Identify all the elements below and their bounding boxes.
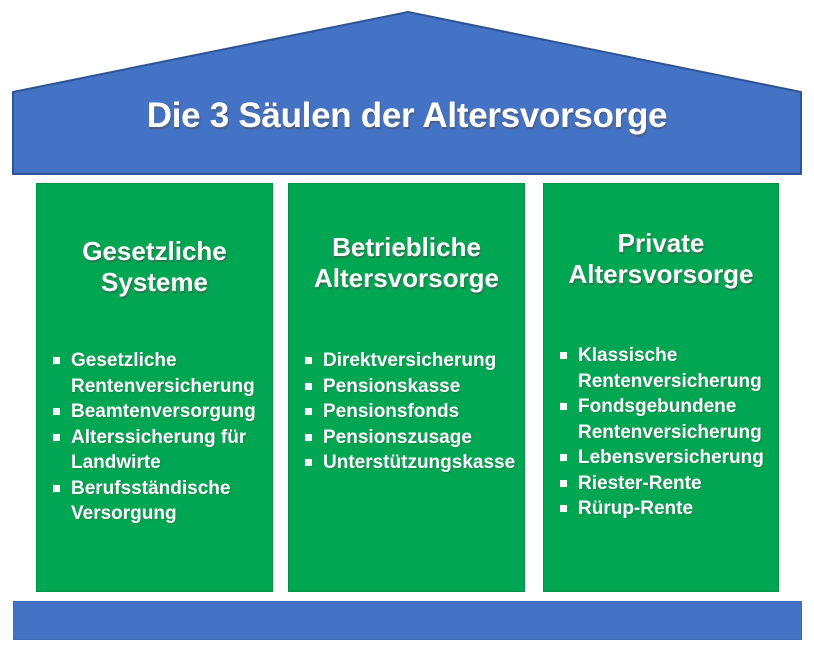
list-item: Rürup-Rente [560, 496, 778, 522]
list-item: Pensionsfonds [305, 399, 524, 425]
pillar-gesetzliche-systeme: Gesetzliche Systeme Gesetzliche Rentenve… [36, 183, 273, 592]
bullet-square-icon [560, 454, 567, 461]
pillar-item-list: Klassische Rentenversicherung Fondsgebun… [544, 343, 778, 522]
list-item: Klassische Rentenversicherung [560, 343, 778, 394]
pillar-title-line: Betriebliche [332, 232, 481, 262]
pillar-title: Private Altersvorsorge [544, 228, 778, 290]
list-item: Fondsgebundene Rentenversicherung [560, 394, 778, 445]
list-item-label: Direktversicherung [323, 350, 497, 371]
pillar-title-line: Systeme [101, 267, 208, 297]
list-item-label: Gesetzliche Rentenversicherung [71, 350, 255, 397]
list-item-label: Lebensversicherung [578, 447, 764, 468]
bullet-square-icon [305, 382, 312, 390]
list-item: Pensionskasse [305, 374, 524, 400]
pillar-item-list: Direktversicherung Pensionskasse Pension… [289, 348, 524, 476]
list-item: Pensionszusage [305, 425, 524, 451]
pillar-title-line: Altersvorsorge [568, 259, 754, 289]
pillar-betriebliche-altersvorsorge: Betriebliche Altersvorsorge Direktversic… [288, 183, 525, 592]
bullet-square-icon [53, 357, 60, 364]
list-item-label: Pensionsfonds [323, 401, 460, 422]
bullet-square-icon [305, 433, 312, 441]
foundation-bar [13, 601, 802, 640]
bullet-square-icon [560, 403, 567, 410]
bullet-square-icon [560, 479, 567, 487]
pillar-title: Betriebliche Altersvorsorge [289, 232, 524, 294]
pillar-item-list: Gesetzliche Rentenversicherung Beamtenve… [37, 348, 272, 527]
bullet-square-icon [53, 433, 60, 441]
list-item-label: Fondsgebundene Rentenversicherung [578, 396, 762, 443]
pillar-title-line: Gesetzliche [82, 236, 227, 266]
roof-shape [12, 11, 802, 175]
list-item-label: Berufsständische Versorgung [71, 477, 231, 525]
list-item: Unterstützungskasse [305, 450, 524, 476]
bullet-square-icon [305, 357, 312, 364]
list-item-label: Riester-Rente [578, 472, 702, 494]
list-item: Berufsständische Versorgung [53, 476, 272, 527]
list-item-label: Pensionskasse [323, 375, 461, 397]
bullet-square-icon [560, 505, 567, 512]
list-item-label: Beamtenversorgung [71, 401, 256, 422]
diagram-title: Die 3 Säulen der Altersvorsorge [146, 96, 668, 135]
list-item-label: Rürup-Rente [578, 498, 694, 519]
pillar-title: Gesetzliche Systeme [37, 236, 272, 298]
bullet-square-icon [53, 484, 60, 492]
list-item: Alterssicherung für Landwirte [53, 425, 272, 476]
pillar-title-line: Altersvorsorge [314, 263, 499, 293]
roof-polygon [12, 11, 802, 175]
pillar-title-line: Private [617, 228, 705, 258]
list-item-label: Alterssicherung für Landwirte [71, 426, 247, 474]
list-item-label: Unterstützungskasse [323, 452, 516, 473]
bullet-square-icon [305, 459, 312, 466]
list-item-label: Klassische Rentenversicherung [578, 345, 762, 392]
list-item: Beamtenversorgung [53, 399, 272, 425]
list-item-label: Pensionszusage [323, 426, 472, 448]
list-item: Direktversicherung [305, 348, 524, 374]
list-item: Gesetzliche Rentenversicherung [53, 348, 272, 399]
pillar-private-altersvorsorge: Private Altersvorsorge Klassische Renten… [543, 183, 779, 592]
bullet-square-icon [53, 408, 60, 415]
bullet-square-icon [560, 352, 567, 359]
list-item: Lebensversicherung [560, 445, 778, 471]
bullet-square-icon [305, 408, 312, 415]
list-item: Riester-Rente [560, 471, 778, 497]
